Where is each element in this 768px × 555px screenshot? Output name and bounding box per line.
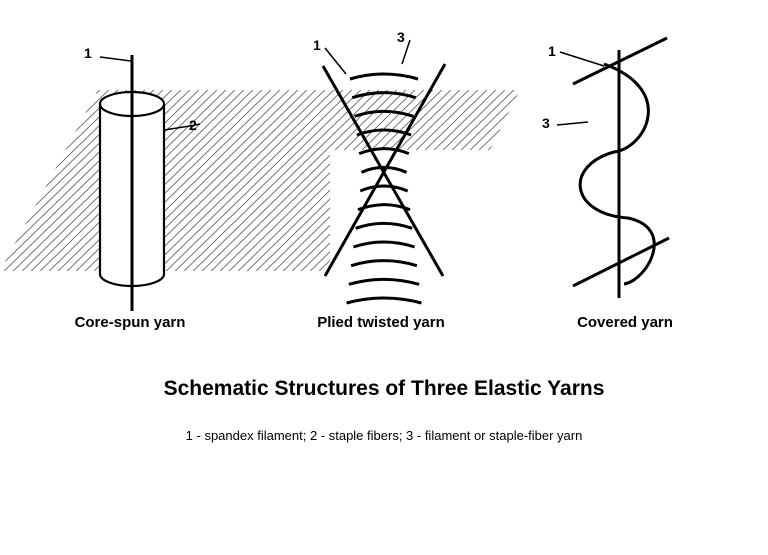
hatch-line: [219, 90, 426, 271]
hatch-line: [0, 90, 93, 271]
plied-wrap-band: [359, 184, 409, 193]
plied-wrap-bands: [346, 72, 422, 305]
plied-wrap-band: [354, 109, 414, 118]
hatch-line: [0, 90, 201, 271]
hatch-line: [589, 80, 768, 280]
plied-wrap-band: [348, 277, 420, 286]
plied-wrap-band: [358, 147, 410, 156]
covered-yarn: 1 3: [542, 36, 670, 298]
hatch-line: [507, 90, 520, 271]
diagram-title: Schematic Structures of Three Elastic Ya…: [163, 377, 605, 400]
plied-number-1: 1: [313, 37, 321, 53]
covered-helical-wrap: [578, 62, 656, 286]
covered-leader-3: [556, 121, 589, 126]
diagram-legend: 1 - spandex filament; 2 - staple fibers;…: [185, 428, 583, 443]
core-spun-number-2: 2: [189, 117, 197, 133]
hatch-line: [489, 90, 520, 271]
core-spun-leader-2: [163, 125, 191, 131]
hatch-line: [598, 80, 768, 280]
hatch-line: [0, 90, 12, 271]
plied-number-3: 3: [397, 29, 405, 45]
hatch-line: [147, 90, 354, 271]
hatch-line: [156, 90, 363, 271]
hatch-line: [174, 90, 381, 271]
hatch-line: [183, 90, 390, 271]
plied-strand-right: [323, 63, 447, 277]
hatch-line: [616, 80, 768, 280]
hatch-line: [210, 90, 417, 271]
plied-wrap-band: [350, 259, 418, 268]
hatch-line: [580, 80, 768, 280]
covered-strand-top: [572, 36, 668, 86]
hatch-line: [0, 90, 39, 271]
caption-plied: Plied twisted yarn: [317, 314, 445, 331]
hatch-line: [535, 80, 740, 280]
hatch-line: [165, 90, 372, 271]
hatch-line: [571, 80, 768, 280]
plied-wrap-band: [360, 165, 408, 174]
plied-wrap-band: [349, 72, 419, 81]
plied-wrap-band: [356, 128, 412, 137]
hatch-line: [526, 80, 731, 280]
hatch-line: [0, 90, 75, 271]
plied-wrap-band: [355, 221, 413, 230]
core-spun-leader-2-tip: [189, 123, 201, 127]
hatch-line: [498, 90, 520, 271]
caption-core-spun: Core-spun yarn: [75, 314, 186, 331]
hatch-line: [562, 80, 767, 280]
hatch-line: [0, 90, 66, 271]
hatch-line: [0, 90, 48, 271]
plied-wrap-band: [352, 240, 416, 249]
core-spun-yarn: 1 2: [84, 45, 201, 311]
hatch-line: [0, 90, 3, 271]
core-spun-number-1: 1: [84, 45, 92, 61]
covered-number-1: 1: [548, 43, 556, 59]
plied-twisted-yarn: 1 3: [313, 29, 447, 305]
hatch-line: [138, 90, 345, 271]
hatch-line: [0, 90, 102, 271]
covered-number-3: 3: [542, 115, 550, 131]
plied-wrap-band: [357, 203, 411, 212]
hatch-line: [553, 80, 758, 280]
plied-wrap-band: [346, 296, 422, 305]
plied-wrap-band: [351, 91, 417, 100]
hatch-line: [0, 90, 30, 271]
plied-leader-1: [324, 47, 347, 75]
plied-leader-3: [401, 39, 411, 65]
core-spun-leader-1: [99, 56, 132, 62]
hatch-line: [0, 90, 57, 271]
hatch-line: [607, 80, 768, 280]
caption-covered: Covered yarn: [577, 314, 673, 331]
covered-leader-1: [559, 51, 605, 67]
